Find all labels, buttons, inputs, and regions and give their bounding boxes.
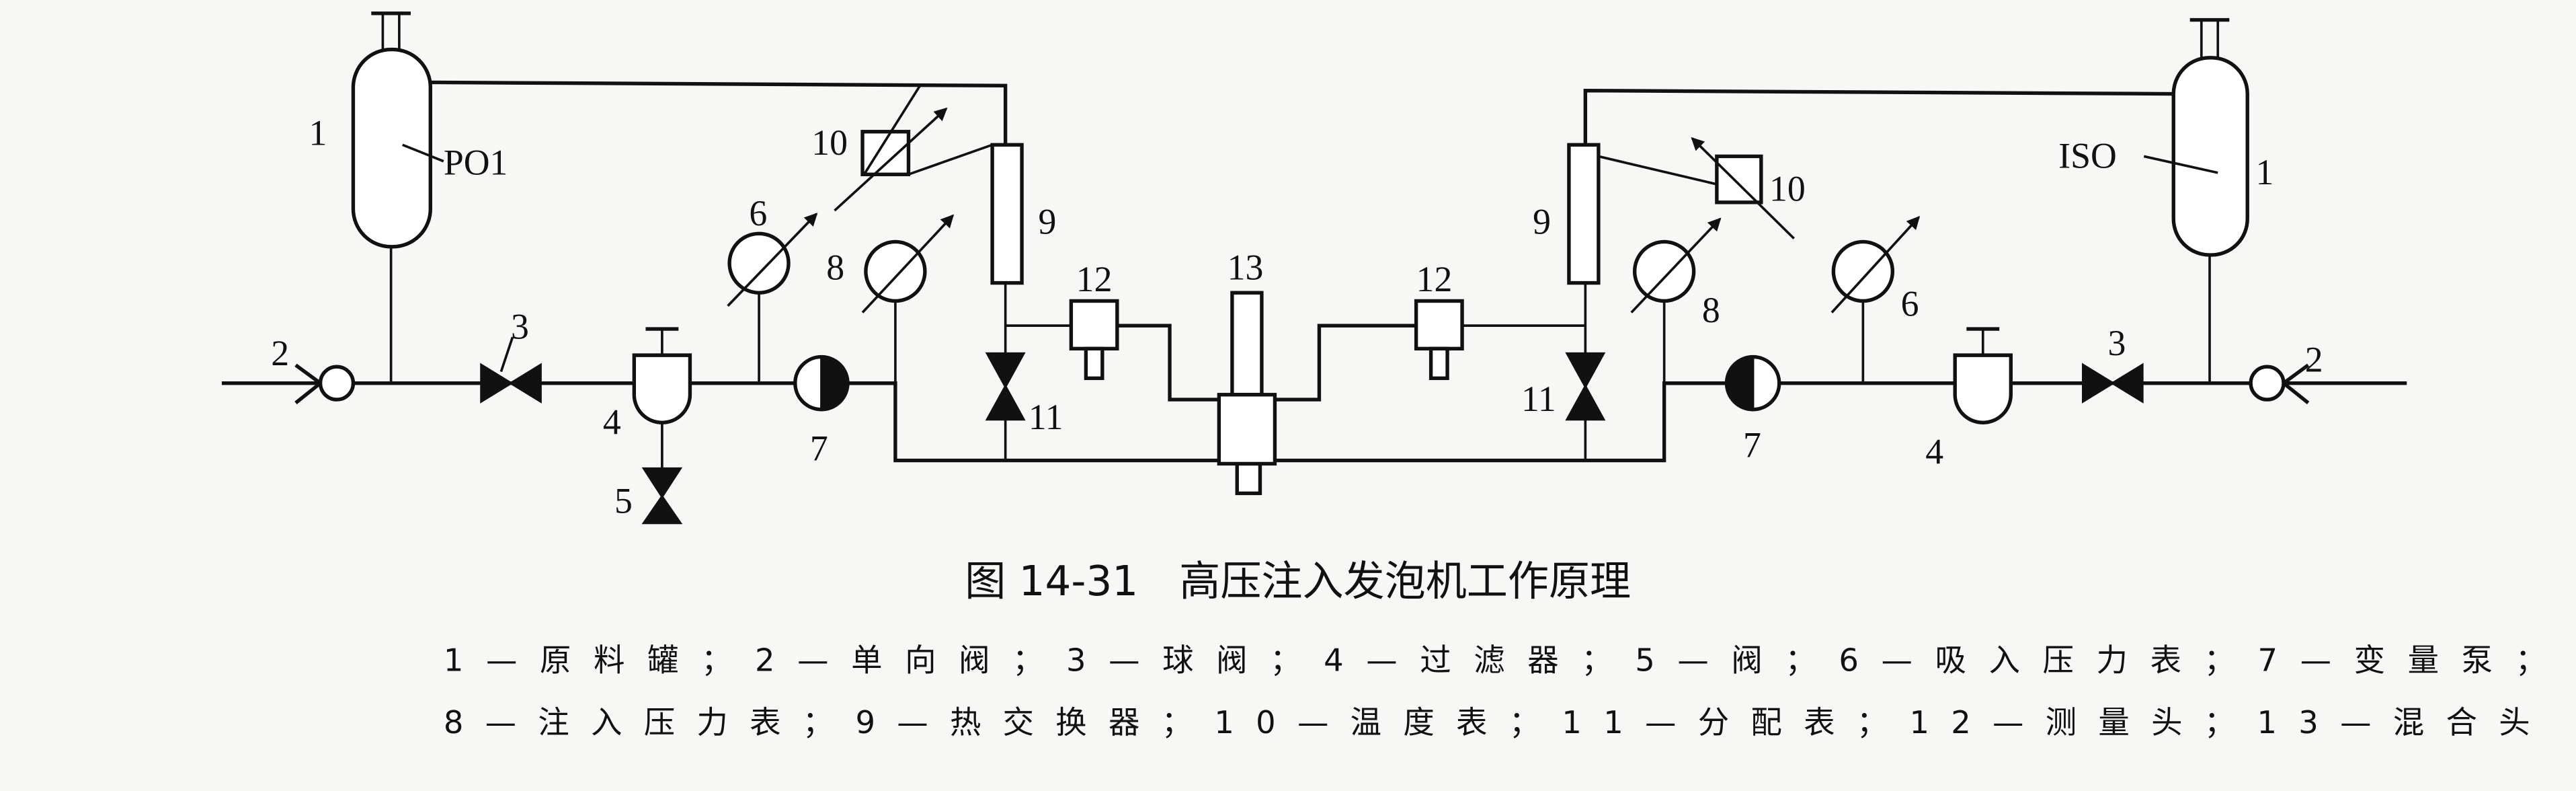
right-circuit bbox=[1275, 17, 2407, 463]
label-9-left: 9 bbox=[1039, 201, 1057, 241]
heat-exchanger-left bbox=[990, 143, 1024, 461]
ball-valve-right bbox=[2082, 363, 2144, 404]
legend-line-2: 8—注入压力表；9—热交换器；10—温度表；11—分配表；12—测量头；13—混… bbox=[444, 704, 2530, 741]
check-valve-left bbox=[294, 363, 356, 405]
label-8-left: 8 bbox=[826, 248, 844, 288]
label-7-left: 7 bbox=[810, 428, 828, 469]
filter-right bbox=[1953, 327, 2013, 424]
label-2-right: 2 bbox=[2305, 340, 2323, 380]
variable-pump-left bbox=[793, 354, 850, 412]
label-4-right: 4 bbox=[1925, 431, 1943, 472]
suction-pressure-gauge-right bbox=[1830, 216, 1921, 383]
label-5: 5 bbox=[614, 481, 633, 521]
check-valve-right bbox=[2249, 363, 2310, 405]
label-1-right: 1 bbox=[2255, 152, 2273, 192]
drain-valve bbox=[641, 467, 683, 525]
ball-valve-left bbox=[480, 363, 542, 404]
thermometer-left bbox=[834, 85, 993, 212]
figure-caption: 图 14-31 高压注入发泡机工作原理 bbox=[965, 558, 1631, 605]
filter-left bbox=[632, 327, 692, 469]
distribution-valve-right bbox=[1565, 352, 1606, 421]
heat-exchanger-right bbox=[1567, 143, 1601, 461]
label-11-left: 11 bbox=[1029, 397, 1063, 437]
injection-pressure-gauge-right bbox=[1275, 217, 1727, 463]
label-3-right: 3 bbox=[2107, 323, 2126, 363]
metering-head-left bbox=[1005, 299, 1219, 402]
label-9-right: 9 bbox=[1533, 201, 1551, 241]
label-12-left: 12 bbox=[1076, 259, 1113, 299]
label-6-left: 6 bbox=[749, 193, 767, 233]
label-iso: ISO bbox=[2058, 136, 2117, 176]
variable-pump-right bbox=[1724, 354, 1781, 412]
legend-line-1: 1—原料罐；2—单向阀；3—球阀；4—过滤器；5—阀；6—吸入压力表；7—变量泵… bbox=[444, 642, 2546, 678]
label-8-right: 8 bbox=[1702, 290, 1720, 330]
label-7-right: 7 bbox=[1743, 425, 1761, 465]
left-circuit bbox=[221, 11, 1219, 525]
label-1-left: 1 bbox=[309, 112, 327, 153]
label-12-right: 12 bbox=[1416, 259, 1453, 299]
label-2-left: 2 bbox=[271, 333, 289, 373]
mixing-head bbox=[1217, 291, 1277, 496]
raw-material-tank-left bbox=[351, 11, 444, 383]
label-10-right: 10 bbox=[1769, 168, 1806, 209]
thermometer-right bbox=[1598, 137, 1795, 239]
label-po1: PO1 bbox=[444, 142, 508, 182]
metering-head-right bbox=[1275, 299, 1586, 402]
label-10-left: 10 bbox=[811, 122, 848, 163]
label-3-left: 3 bbox=[511, 307, 529, 347]
return-pipe-right bbox=[1583, 88, 2174, 145]
raw-material-tank-right bbox=[2143, 17, 2249, 383]
component-labels: 1 PO1 2 3 4 5 6 7 8 9 10 11 12 13 12 9 1… bbox=[271, 112, 2323, 521]
injection-pressure-gauge-left bbox=[849, 214, 1219, 463]
label-4-left: 4 bbox=[603, 402, 621, 442]
suction-pressure-gauge-left bbox=[727, 213, 818, 383]
label-13: 13 bbox=[1227, 248, 1264, 288]
label-6-right: 6 bbox=[1901, 283, 1919, 324]
distribution-valve-left bbox=[985, 352, 1026, 421]
label-11-right: 11 bbox=[1521, 379, 1556, 419]
return-pipe-left bbox=[430, 80, 1008, 145]
